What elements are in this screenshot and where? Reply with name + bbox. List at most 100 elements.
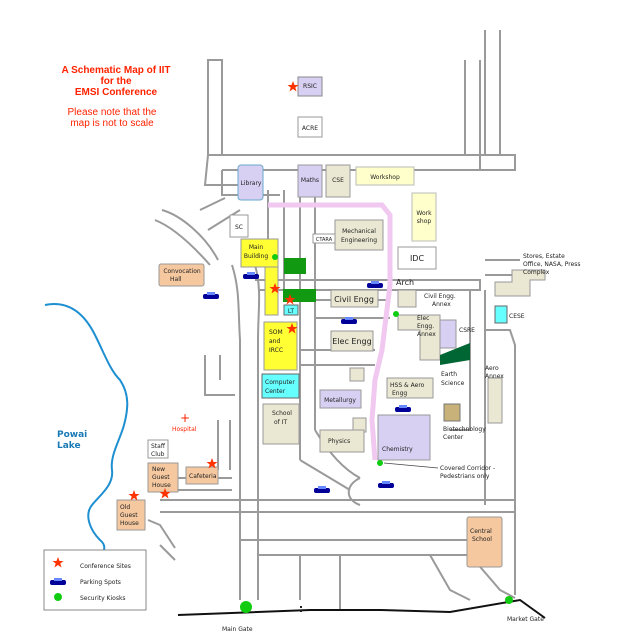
parking-car-icon[interactable] (243, 272, 259, 279)
stores-complex[interactable]: Stores, Estate Office, NASA, Press Compl… (494, 253, 581, 297)
staff-club-label-2: Club (151, 451, 165, 458)
old-guest-house[interactable]: Old Guest House (116, 499, 146, 531)
chemistry-building[interactable]: Chemistry (377, 414, 431, 461)
civil-annex-label-1: Civil Engg. (424, 293, 456, 300)
acre-building[interactable]: ACRE (297, 116, 323, 138)
biotech-building[interactable]: Biotechnology Center (443, 403, 486, 441)
sc-label: SC (235, 224, 243, 231)
elec-engg-label: Elec Engg (332, 337, 371, 346)
hss-aero-building[interactable]: HSS & Aero Engg (386, 377, 434, 399)
computer-center-building[interactable]: Computer Center (261, 373, 300, 399)
legend-security-kiosk-icon (54, 593, 62, 601)
stores-label-1: Stores, Estate (523, 253, 565, 260)
conference-star-icon[interactable] (128, 490, 140, 501)
new-guest-house[interactable]: New Guest House (147, 462, 179, 493)
old-guest-label-3: House (120, 520, 139, 527)
cese-building[interactable]: CESE (494, 305, 525, 324)
cse-building[interactable]: CSE (325, 164, 351, 198)
main-building-label-1: Main (249, 244, 264, 251)
conference-star-icon[interactable] (159, 488, 171, 499)
market-gate-label[interactable]: Market Gate (507, 616, 544, 623)
lt-building[interactable]: LT (283, 304, 299, 316)
aero-annex-building[interactable]: Aero Annex (485, 365, 504, 424)
biotech-label-2: Center (443, 434, 464, 441)
school-it-label-1: School (272, 410, 292, 417)
conference-star-icon[interactable] (287, 81, 299, 92)
lt-label: LT (288, 308, 295, 315)
new-guest-label-1: New (152, 466, 165, 473)
security-kiosk-icon[interactable] (393, 311, 399, 317)
ctara-label: CTARA (316, 237, 333, 243)
convocation-label-1: Convocation (163, 268, 201, 275)
parking-car-icon[interactable] (367, 281, 383, 288)
parking-car-icon[interactable] (378, 481, 394, 488)
security-kiosk-icon[interactable] (272, 254, 278, 260)
rsic-building[interactable]: RSIC (297, 76, 323, 97)
earth-science-building[interactable]: Earth Science (440, 343, 470, 387)
conference-star-icon[interactable] (206, 458, 218, 469)
parking-car-icon[interactable] (395, 405, 411, 412)
school-of-it-building[interactable]: School of IT (262, 403, 300, 445)
physics-building[interactable]: Physics (319, 429, 365, 453)
cese-label: CESE (509, 313, 525, 320)
csre-building[interactable]: CSRE (439, 319, 475, 349)
legend-conference-star-icon (52, 557, 64, 568)
library-building[interactable]: Library (237, 164, 264, 201)
work-shop-building[interactable]: Work shop (411, 192, 437, 242)
new-guest-label-2: Guest (152, 474, 170, 481)
convocation-hall[interactable]: Convocation Hall (158, 263, 205, 287)
conference-star-icon[interactable] (269, 283, 281, 294)
map-title: A Schematic Map of IIT for the EMSI Conf… (61, 65, 170, 98)
workshop-building[interactable]: Workshop (355, 166, 415, 186)
aero-annex-label-1: Aero (485, 365, 499, 372)
civil-engg-building[interactable]: Civil Engg (330, 289, 379, 308)
central-school[interactable]: Central School (466, 516, 503, 568)
metallurgy-building[interactable]: Metallurgy (319, 389, 362, 409)
aero-annex-label-2: Annex (485, 373, 504, 380)
security-kiosk-icon[interactable] (377, 460, 383, 466)
metallurgy-label: Metallurgy (324, 397, 356, 404)
library-label: Library (241, 180, 262, 187)
conference-star-icon[interactable] (286, 323, 298, 334)
staff-club[interactable]: Staff Club (147, 439, 169, 459)
sc-building[interactable]: SC (229, 214, 249, 238)
map-note: Please note that the map is not to scale (68, 107, 157, 129)
security-kiosk-icon[interactable] (505, 596, 513, 604)
idc-label: IDC (410, 254, 425, 263)
rsic-label: RSIC (303, 83, 317, 90)
cafeteria[interactable]: Cafeteria (185, 466, 219, 485)
earth-science-label-2: Science (441, 380, 465, 387)
elec-annex-building[interactable]: Elec Engg. Annex (397, 314, 441, 361)
note-line-2: map is not to scale (70, 118, 154, 129)
staff-club-label-1: Staff (151, 443, 166, 450)
gate-barrier-icon (300, 606, 302, 612)
main-building[interactable]: Main Building (240, 238, 279, 316)
parking-car-icon[interactable] (203, 292, 219, 299)
idc-building[interactable]: IDC (397, 246, 437, 270)
main-gate-label[interactable]: Main Gate (222, 626, 253, 633)
old-guest-label-1: Old (120, 504, 130, 511)
computer-center-label-2: Center (265, 388, 286, 395)
security-kiosks (240, 254, 513, 613)
hospital[interactable]: + Hospital (172, 411, 197, 433)
civil-annex-building[interactable]: Civil Engg. Annex (397, 289, 456, 308)
physics-label: Physics (328, 438, 350, 445)
elec-engg-building[interactable]: Elec Engg (330, 330, 374, 352)
maths-building[interactable]: Maths (297, 164, 323, 198)
green-lawn-1 (284, 258, 306, 274)
parking-car-icon[interactable] (341, 317, 357, 324)
note-line-1: Please note that the (68, 107, 157, 118)
parking-car-icon[interactable] (314, 486, 330, 493)
mechanical-building[interactable]: Mechanical Engineering (334, 219, 384, 251)
corridor-label-1: Covered Corridor - (440, 465, 495, 472)
conference-sites (128, 81, 299, 501)
cafeteria-label: Cafeteria (189, 473, 217, 480)
ctara-building[interactable]: CTARA (312, 233, 336, 244)
stores-label-2: Office, NASA, Press (523, 261, 581, 268)
security-kiosk-icon[interactable] (240, 601, 252, 613)
civil-annex-label-2: Annex (432, 301, 451, 308)
chemistry-label: Chemistry (382, 446, 413, 453)
conference-star-icon[interactable] (284, 294, 296, 305)
